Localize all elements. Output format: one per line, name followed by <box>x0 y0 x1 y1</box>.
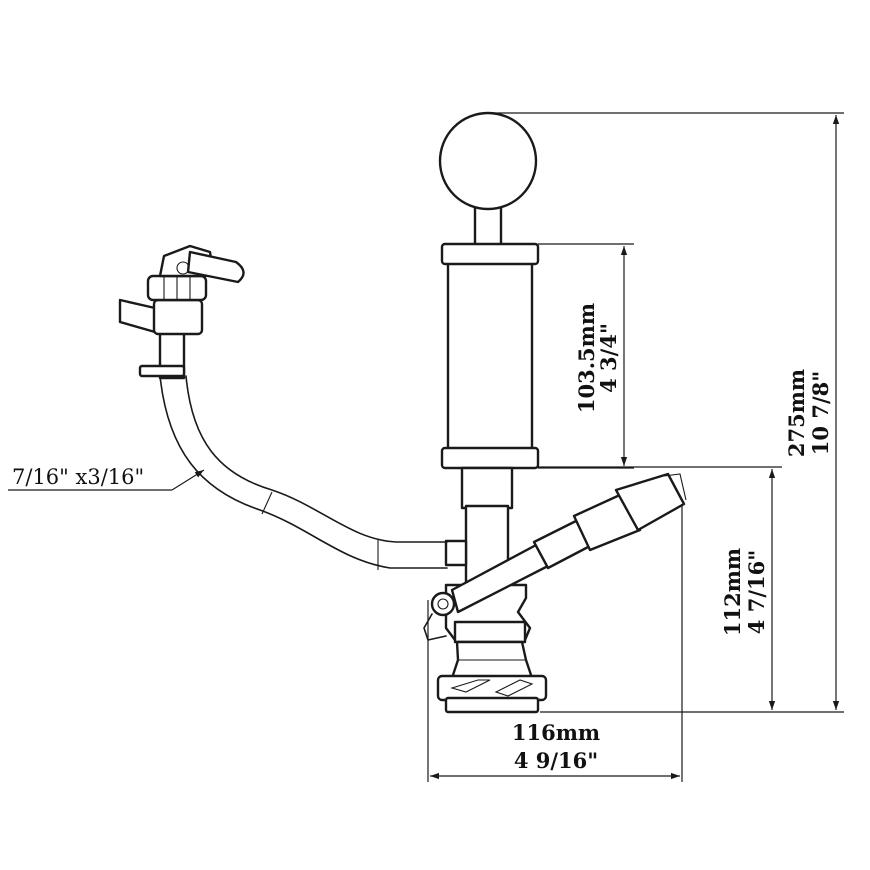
total-mm-label: 275mm <box>784 369 809 457</box>
keg-coupler <box>423 583 548 714</box>
total-in-label: 10 7/8" <box>808 371 833 455</box>
chamber-in-label: 4 3/4" <box>596 323 621 393</box>
faucet-tap <box>118 244 245 380</box>
width-dimension: 116mm 4 9/16" <box>427 504 683 782</box>
coupler-lever-handle <box>430 472 687 617</box>
pump-stem <box>473 204 503 248</box>
coupler-height-dimension: 112mm 4 7/16" <box>538 466 782 710</box>
pump-handle-ball <box>438 111 538 248</box>
hose-leader-arrow <box>171 469 205 491</box>
width-mm-label: 116mm <box>512 720 600 745</box>
coupler-in-label: 4 7/16" <box>744 550 769 634</box>
lever-pivot-knob <box>430 591 456 617</box>
pump-chamber <box>440 242 540 470</box>
coupler-mm-label: 112mm <box>720 548 745 636</box>
chamber-dimension: 103.5mm 4 3/4" <box>538 243 634 469</box>
hose-size-label: 7/16" x3/16" <box>12 465 144 489</box>
chamber-mm-label: 103.5mm <box>574 303 599 413</box>
pump-ball <box>438 111 538 211</box>
total-height-dimension: 275mm 10 7/8" <box>490 112 844 713</box>
beer-hose <box>159 375 448 570</box>
width-in-label: 4 9/16" <box>514 748 598 773</box>
